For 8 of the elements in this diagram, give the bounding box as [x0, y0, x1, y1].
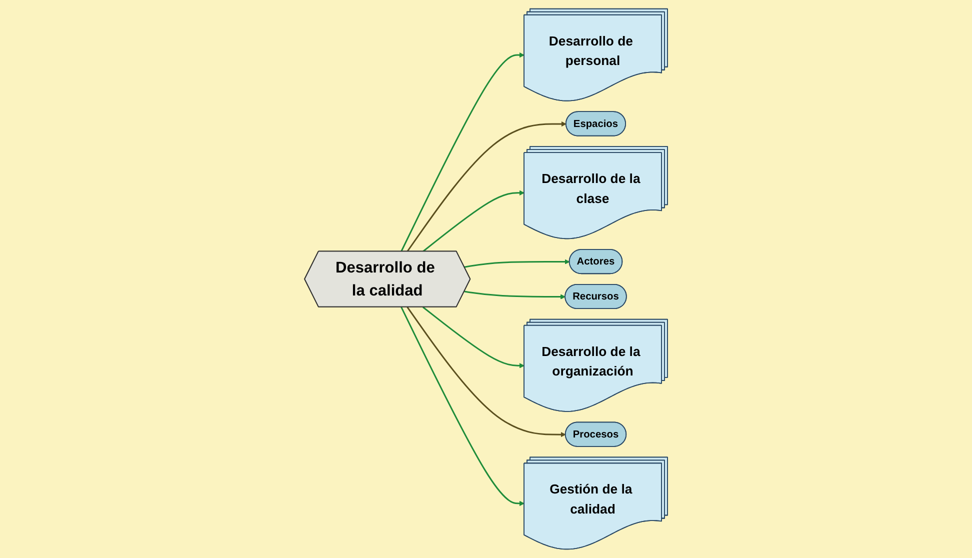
arrow [406, 121, 566, 252]
arrow [400, 52, 525, 252]
arrow [464, 259, 570, 268]
arrow [400, 306, 525, 506]
arrow [406, 306, 566, 438]
arrow [464, 290, 566, 300]
arrow [422, 306, 525, 368]
arrow [422, 190, 525, 252]
